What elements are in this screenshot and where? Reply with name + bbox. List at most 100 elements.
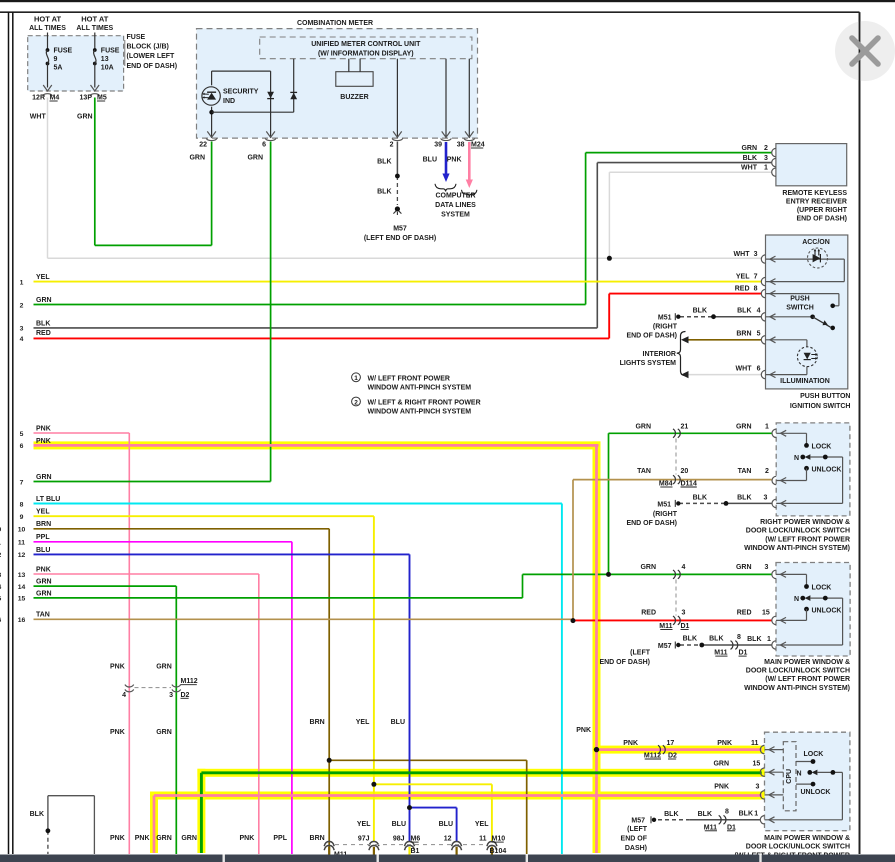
svg-text:11: 11 (18, 540, 25, 547)
svg-text:M57: M57 (658, 643, 672, 650)
svg-text:PNK: PNK (714, 784, 729, 791)
svg-text:LT BLU: LT BLU (36, 496, 60, 503)
svg-text:BLK: BLK (664, 811, 678, 818)
svg-text:ALL TIMES: ALL TIMES (29, 25, 66, 32)
svg-text:WINDOW ANTI-PINCH SYSTEM: WINDOW ANTI-PINCH SYSTEM (368, 409, 472, 416)
svg-text:13: 13 (18, 572, 26, 579)
svg-text:IGNITION SWITCH: IGNITION SWITCH (790, 403, 851, 410)
svg-text:RIGHT POWER WINDOW &: RIGHT POWER WINDOW & (760, 519, 850, 526)
svg-text:10: 10 (0, 527, 1, 534)
svg-text:MAIN POWER WINDOW &: MAIN POWER WINDOW & (764, 835, 850, 842)
svg-text:DATA LINES: DATA LINES (435, 202, 476, 209)
svg-text:13: 13 (101, 56, 109, 63)
svg-text:1: 1 (20, 279, 24, 286)
svg-text:4: 4 (757, 307, 761, 314)
svg-text:8: 8 (725, 809, 729, 816)
svg-text:GRN: GRN (36, 579, 52, 586)
svg-text:PUSH: PUSH (790, 295, 809, 302)
svg-text:13P: 13P (80, 95, 93, 102)
svg-text:6: 6 (262, 142, 266, 149)
svg-text:N: N (796, 771, 801, 778)
svg-text:GRN: GRN (181, 835, 197, 842)
svg-text:END OF DASH): END OF DASH) (796, 216, 847, 223)
svg-text:TAN: TAN (637, 468, 651, 475)
svg-text:YEL: YEL (475, 821, 489, 828)
svg-text:GRN: GRN (189, 155, 205, 162)
svg-text:GRN: GRN (736, 564, 752, 571)
svg-text:10: 10 (18, 527, 26, 534)
svg-text:ILLUMINATION: ILLUMINATION (780, 378, 830, 385)
svg-text:8: 8 (754, 286, 758, 293)
svg-text:PNK: PNK (110, 835, 125, 842)
svg-text:WINDOW ANTI-PINCH SYSTEM): WINDOW ANTI-PINCH SYSTEM) (744, 545, 850, 552)
svg-text:N: N (794, 455, 799, 462)
svg-text:COMPUTER: COMPUTER (435, 193, 475, 200)
svg-text:4: 4 (20, 336, 24, 343)
svg-text:D114: D114 (681, 481, 697, 488)
svg-text:15: 15 (753, 760, 761, 767)
svg-text:WINDOW ANTI-PINCH SYSTEM: WINDOW ANTI-PINCH SYSTEM (368, 384, 472, 391)
svg-text:BLK: BLK (377, 159, 391, 166)
svg-text:CPU: CPU (786, 769, 793, 784)
svg-text:3: 3 (764, 155, 768, 162)
svg-text:WHT: WHT (30, 114, 47, 121)
svg-text:BRN: BRN (736, 330, 751, 337)
svg-text:ALL TIMES: ALL TIMES (76, 25, 113, 32)
svg-text:D1: D1 (739, 650, 748, 657)
svg-text:DOOR LOCK/UNLOCK SWITCH: DOOR LOCK/UNLOCK SWITCH (746, 844, 850, 851)
svg-text:TAN: TAN (36, 612, 50, 619)
svg-text:5: 5 (20, 431, 24, 438)
svg-text:3: 3 (756, 784, 760, 791)
svg-text:21: 21 (681, 424, 689, 431)
svg-text:PNK: PNK (447, 157, 462, 164)
svg-text:12: 12 (0, 552, 1, 559)
svg-text:RED: RED (36, 330, 51, 337)
svg-text:(LEFT: (LEFT (630, 650, 651, 657)
svg-text:RED: RED (735, 286, 750, 293)
svg-text:(RIGHT: (RIGHT (653, 511, 678, 518)
svg-text:GRN: GRN (640, 564, 656, 571)
svg-text:YEL: YEL (736, 274, 750, 281)
svg-text:BLK: BLK (30, 811, 44, 818)
svg-text:LOCK: LOCK (804, 751, 824, 758)
svg-text:YEL: YEL (356, 719, 370, 726)
svg-text:YEL: YEL (36, 274, 50, 281)
svg-text:BLK: BLK (737, 495, 751, 502)
svg-text:BLK: BLK (747, 636, 761, 643)
svg-text:1: 1 (767, 636, 771, 643)
svg-text:M11: M11 (714, 650, 727, 657)
svg-text:3: 3 (169, 692, 173, 699)
svg-text:B1: B1 (411, 848, 420, 855)
svg-text:12R: 12R (32, 95, 45, 102)
svg-text:D1: D1 (727, 824, 736, 831)
svg-text:M57: M57 (631, 817, 645, 824)
svg-text:(LEFT: (LEFT (627, 826, 648, 833)
svg-text:BLU: BLU (392, 821, 406, 828)
svg-text:98J: 98J (393, 836, 405, 843)
svg-text:39: 39 (434, 142, 442, 149)
svg-text:END OF DASH): END OF DASH) (599, 659, 650, 666)
svg-text:PNK: PNK (36, 566, 51, 573)
svg-text:BRN: BRN (310, 835, 325, 842)
svg-text:DOOR LOCK/UNLOCK SWITCH: DOOR LOCK/UNLOCK SWITCH (746, 528, 850, 535)
svg-text:M112: M112 (181, 678, 198, 685)
svg-text:6: 6 (20, 443, 24, 450)
svg-text:PPL: PPL (273, 835, 287, 842)
svg-text:UNIFIED METER CONTROL UNIT: UNIFIED METER CONTROL UNIT (311, 41, 421, 48)
svg-text:HOT AT: HOT AT (81, 15, 108, 24)
svg-text:BRN: BRN (36, 521, 51, 528)
svg-text:11: 11 (0, 540, 1, 547)
svg-text:M10: M10 (492, 836, 506, 843)
svg-text:D1: D1 (681, 623, 690, 630)
svg-text:M112: M112 (644, 753, 661, 760)
svg-text:WINDOW ANTI-PINCH SYSTEM): WINDOW ANTI-PINCH SYSTEM) (744, 685, 850, 692)
svg-text:M4: M4 (50, 95, 60, 102)
svg-text:COMBINATION METER: COMBINATION METER (297, 20, 373, 27)
svg-text:BLK: BLK (743, 155, 757, 162)
svg-text:LOCK: LOCK (812, 444, 832, 451)
svg-text:PNK: PNK (576, 727, 591, 734)
svg-text:13: 13 (0, 572, 1, 579)
svg-text:(W/ INFORMATION DISPLAY): (W/ INFORMATION DISPLAY) (318, 50, 414, 57)
svg-text:PNK: PNK (135, 835, 150, 842)
svg-text:BLK: BLK (739, 811, 753, 818)
